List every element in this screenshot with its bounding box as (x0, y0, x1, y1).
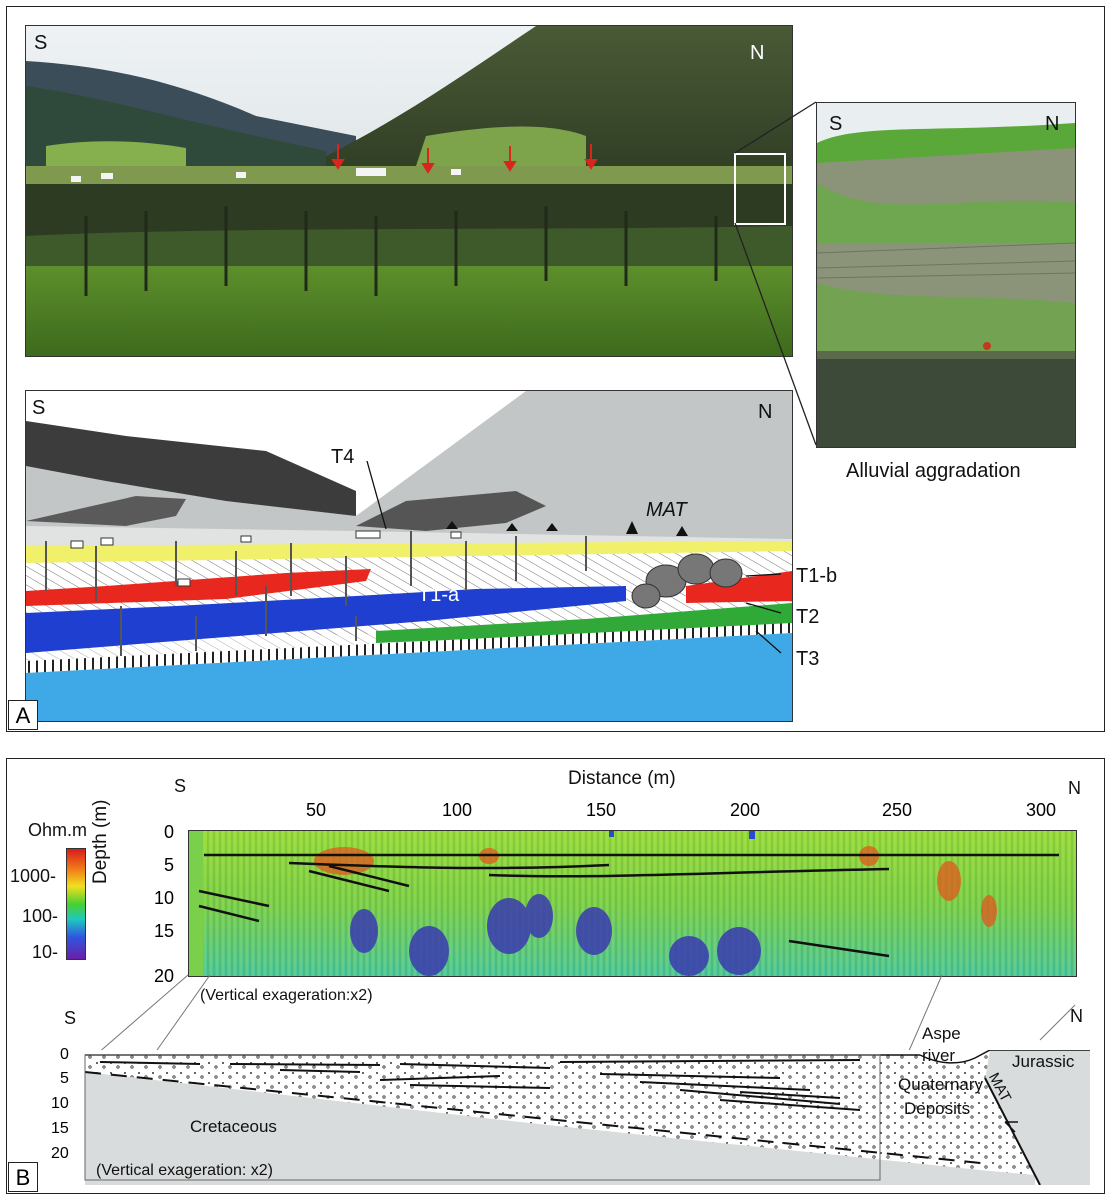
interpretive-sketch: S N T4 MAT T1-a T1-b T2 T3 (25, 390, 793, 722)
quaternary-label-line1: Quaternary (898, 1075, 984, 1094)
gpr-ytick-5: 5 (164, 855, 175, 875)
panel-b-letter: B (8, 1162, 38, 1192)
gpr-ytick-15: 15 (154, 921, 175, 941)
inset-north-label: N (1045, 113, 1060, 135)
sketch-south-label: S (32, 397, 46, 419)
section-north-label: N (1070, 1006, 1083, 1026)
inset-caption: Alluvial aggradation (846, 460, 1021, 482)
landscape-photo-graphic (26, 26, 792, 356)
section-exaggeration-note: (Vertical exageration: x2) (96, 1162, 273, 1179)
section-ytick-15: 15 (51, 1120, 69, 1137)
gpr-ytick-10: 10 (154, 888, 175, 908)
aspe-river-label-line1: Aspe (922, 1024, 961, 1043)
gpr-radargram-graphic (189, 831, 1076, 976)
colorbar (66, 848, 86, 960)
section-south-label: S (64, 1008, 77, 1028)
section-ytick-20: 20 (51, 1145, 69, 1162)
interpretive-sketch-graphic (26, 391, 792, 721)
gpr-exaggeration-note: (Vertical exageration:x2) (200, 987, 373, 1004)
inset-photo-graphic (817, 103, 1075, 447)
t1a-label: T1-a (418, 584, 460, 606)
section-ytick-0: 0 (60, 1046, 69, 1063)
sketch-north-label: N (758, 401, 773, 423)
colorbar-tick-10: 10- (32, 942, 59, 962)
gpr-xtick-50: 50 (306, 800, 327, 820)
colorbar-unit: Ohm.m (28, 820, 88, 840)
colorbar-tick-1000: 1000- (10, 866, 57, 886)
gpr-south-label: S (174, 776, 187, 796)
mat-label: MAT (646, 499, 687, 521)
gpr-radargram (188, 830, 1077, 977)
section-ytick-5: 5 (60, 1070, 69, 1087)
t4-label: T4 (331, 446, 355, 468)
t3-outer-label: T3 (796, 648, 820, 670)
cretaceous-label: Cretaceous (190, 1117, 277, 1136)
gpr-north-label: N (1068, 778, 1081, 798)
gpr-xtick-150: 150 (586, 800, 617, 820)
photo-north-label: N (750, 42, 765, 64)
zoom-connector-lines (734, 101, 817, 446)
quaternary-label-line2: Deposits (904, 1099, 971, 1118)
cross-section (80, 1050, 1095, 1185)
t2-outer-label: T2 (796, 606, 820, 628)
panel-a-letter: A (8, 700, 38, 730)
t1b-outer-label: T1-b (796, 565, 838, 587)
section-ytick-10: 10 (51, 1095, 69, 1112)
gpr-xtick-300: 300 (1026, 800, 1057, 820)
gpr-xtick-250: 250 (882, 800, 913, 820)
gpr-ytick-20: 20 (154, 966, 175, 986)
aspe-river-label-line2: river (922, 1046, 956, 1065)
jurassic-label: Jurassic (1012, 1052, 1075, 1071)
inset-south-label: S (829, 113, 843, 135)
gpr-x-axis-title: Distance (m) (568, 768, 676, 789)
inset-photo: S N (816, 102, 1076, 448)
gpr-ytick-0: 0 (164, 822, 175, 842)
photo-south-label: S (34, 32, 48, 54)
gpr-xtick-200: 200 (730, 800, 761, 820)
gpr-xtick-100: 100 (442, 800, 473, 820)
landscape-photo: S N (25, 25, 793, 357)
colorbar-tick-100: 100- (22, 906, 59, 926)
